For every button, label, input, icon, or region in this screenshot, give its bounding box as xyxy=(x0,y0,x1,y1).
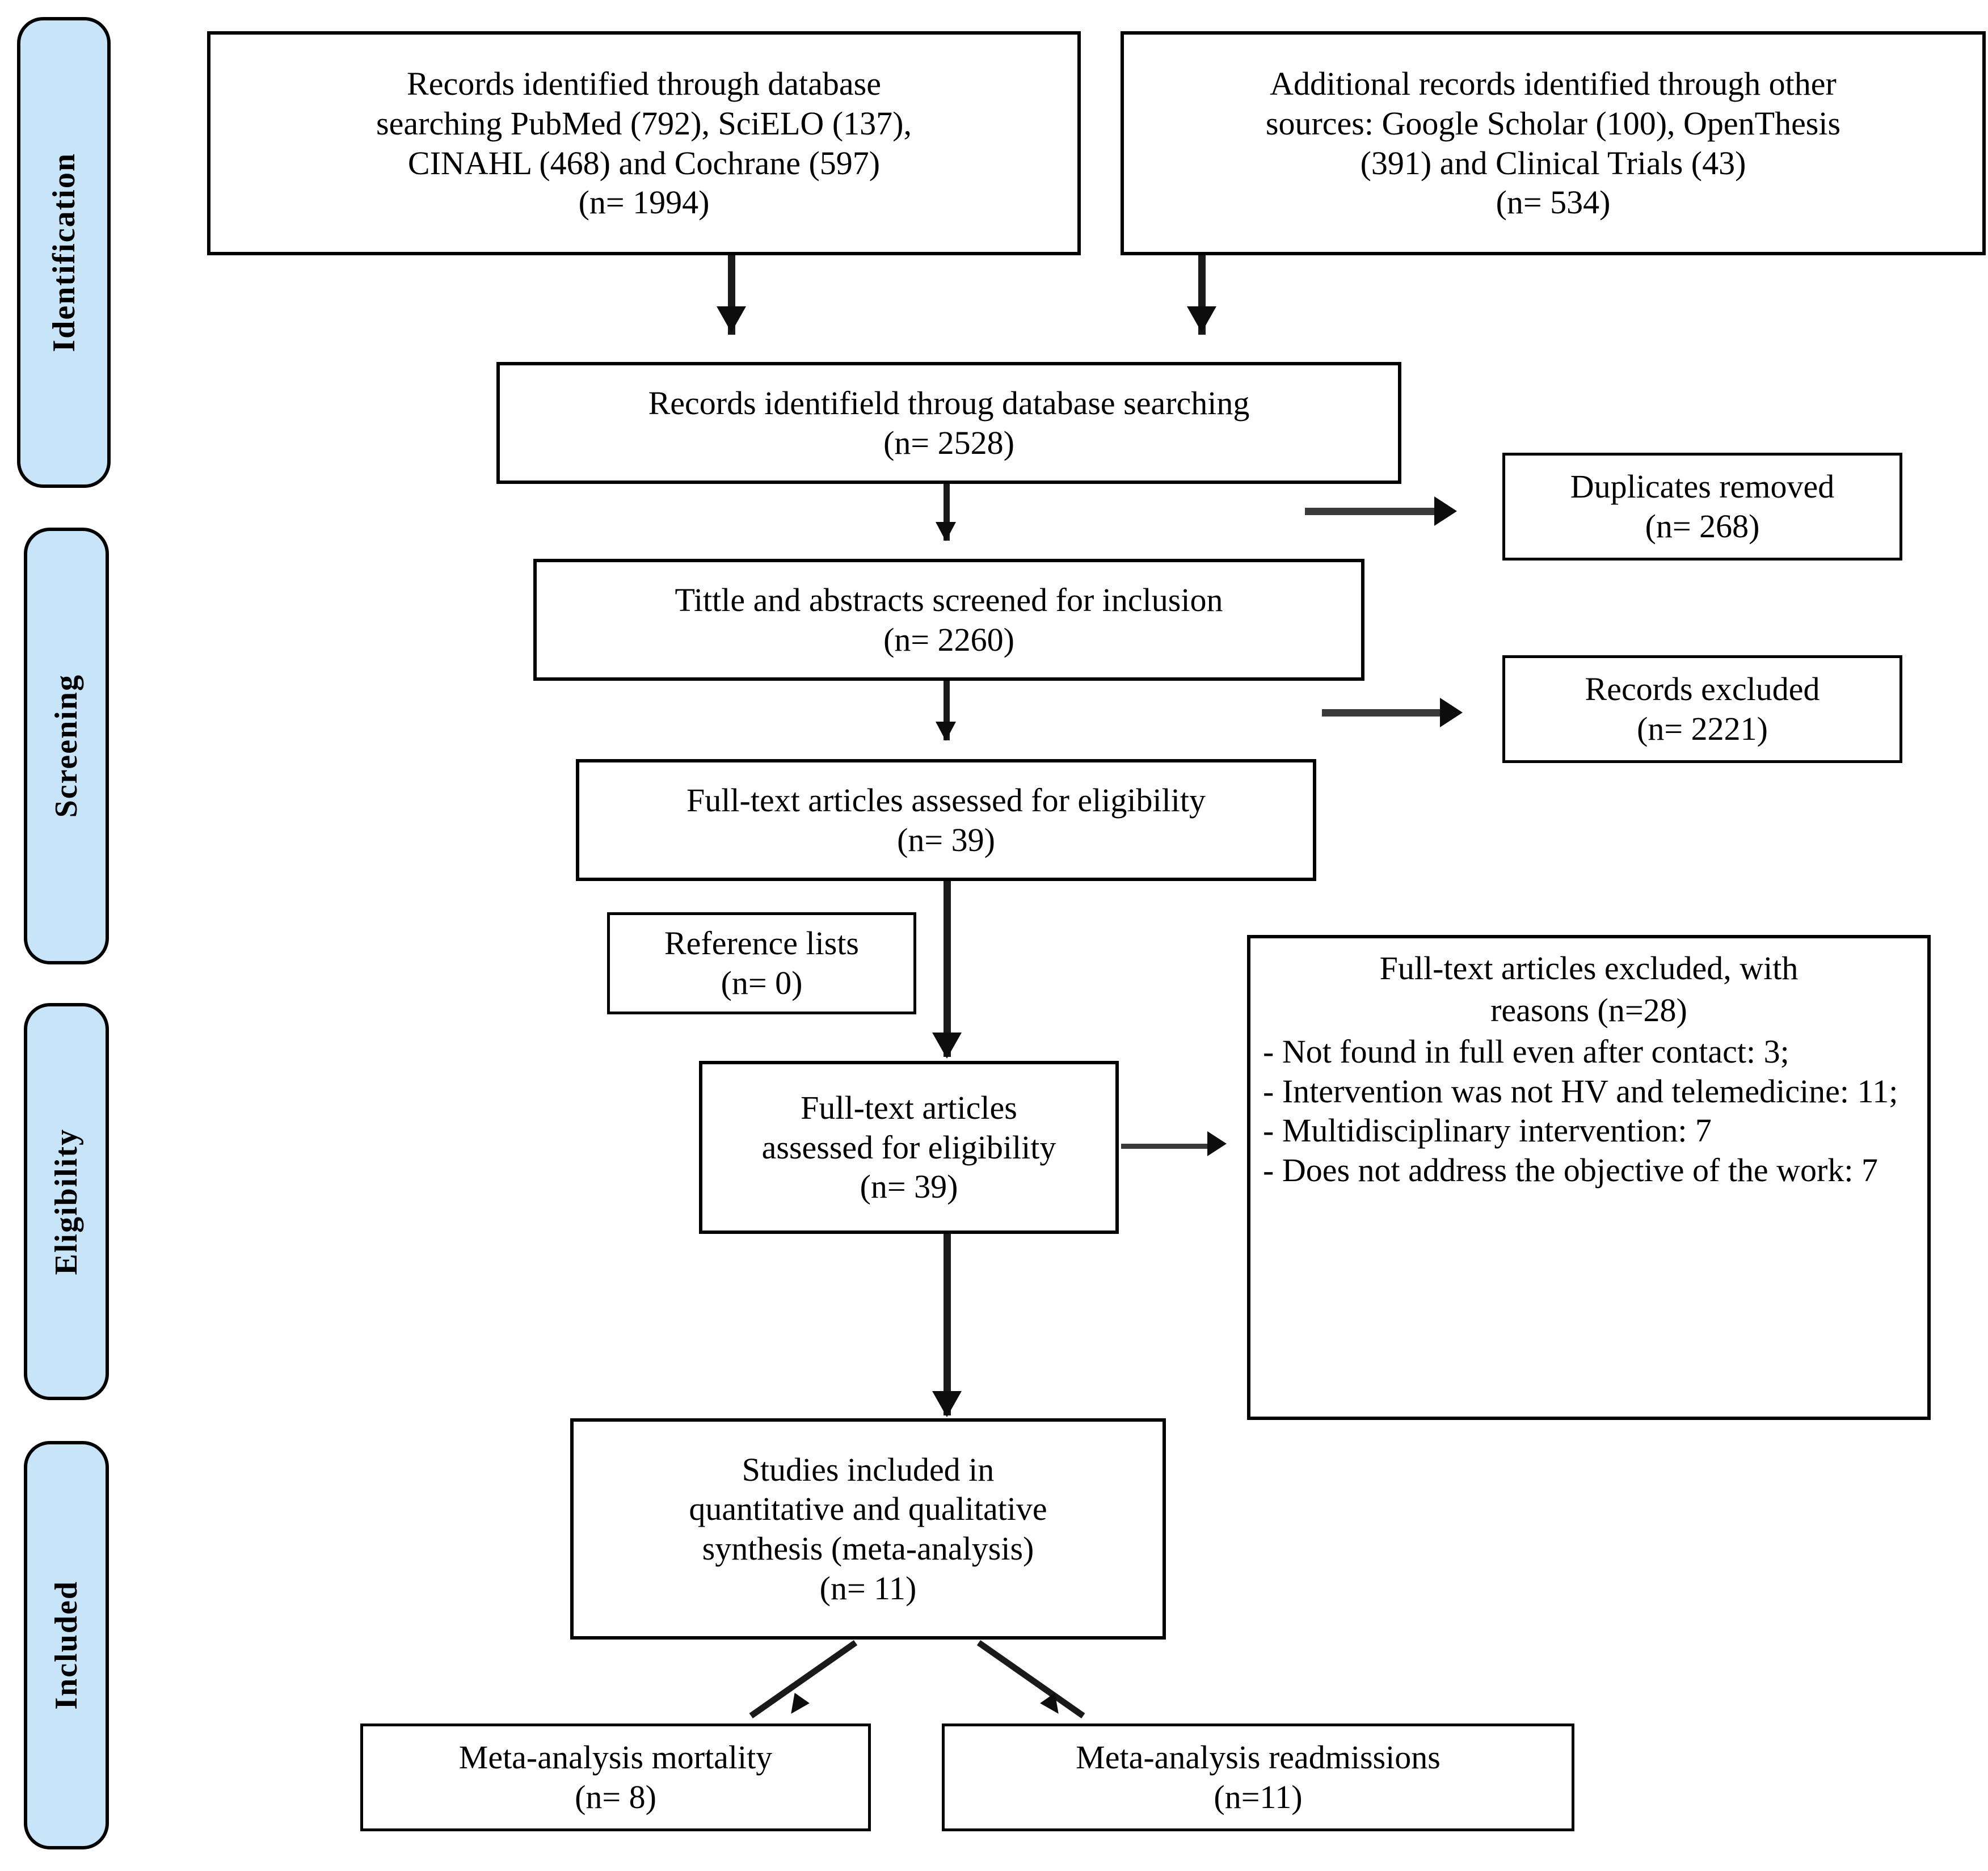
records-excluded-line-2: (n= 2221) xyxy=(1637,710,1768,747)
box-fulltext-assessed-screening: Full-text articles assessed for eligibil… xyxy=(576,759,1316,881)
arrowhead-combined-to-titles xyxy=(936,522,956,541)
box-reference-lists: Reference lists (n= 0) xyxy=(607,912,916,1014)
arrowhead-titles-to-fulltext xyxy=(936,722,956,741)
stage-label-eligibility: Eligibility xyxy=(49,1128,84,1275)
reference-lists-line-2: (n= 0) xyxy=(721,964,803,1001)
combined-records-line-2: (n= 2528) xyxy=(883,424,1014,461)
studies-included-line-4: (n= 11) xyxy=(819,1569,917,1607)
studies-included-line-1: Studies included in xyxy=(742,1451,995,1488)
other-sources-line-3: (391) and Clinical Trials (43) xyxy=(1360,144,1746,182)
studies-included-line-3: synthesis (meta-analysis) xyxy=(702,1530,1034,1567)
arrowhead-eligibility-to-reasons xyxy=(1207,1131,1227,1156)
records-excluded-line-1: Records excluded xyxy=(1585,671,1820,708)
other-sources-line-1: Additional records identified through ot… xyxy=(1270,65,1837,103)
box-fulltext-assessed-eligibility: Full-text articles assessed for eligibil… xyxy=(699,1061,1119,1234)
fulltext-assessed-screening-line-1: Full-text articles assessed for eligibil… xyxy=(686,781,1206,819)
stage-label-screening: Screening xyxy=(49,674,84,818)
combined-records-line-1: Records identifield throug database sear… xyxy=(648,384,1250,422)
fulltext-assessed-eligibility-line-2: assessed for eligibility xyxy=(761,1128,1056,1166)
other-sources-line-2: sources: Google Scholar (100), OpenThesi… xyxy=(1265,104,1841,142)
database-search-line-2: searching PubMed (792), SciELO (137), xyxy=(376,104,912,142)
stage-bar-identification: Identification xyxy=(17,17,111,488)
meta-mortality-line-2: (n= 8) xyxy=(575,1779,656,1815)
other-sources-line-4: (n= 534) xyxy=(1496,184,1611,221)
box-fulltext-excluded-reasons: Full-text articles excluded, with reason… xyxy=(1247,935,1931,1420)
stage-bar-screening: Screening xyxy=(24,528,109,964)
titles-screened-line-1: Tittle and abstracts screened for inclus… xyxy=(675,581,1223,618)
box-studies-included: Studies included in quantitative and qua… xyxy=(570,1418,1166,1640)
duplicates-removed-line-2: (n= 268) xyxy=(1645,508,1760,545)
arrowhead-database-to-combined xyxy=(717,306,746,332)
database-search-line-1: Records identified through database xyxy=(407,65,881,103)
excluded-reason-2: - Intervention was not HV and telemedici… xyxy=(1263,1072,1898,1110)
box-meta-readmissions: Meta-analysis readmissions (n=11) xyxy=(942,1723,1574,1831)
connector-fulltext-to-eligibility xyxy=(944,881,951,1057)
box-duplicates-removed: Duplicates removed (n= 268) xyxy=(1502,453,1902,561)
reference-lists-line-1: Reference lists xyxy=(664,925,859,962)
arrowhead-other-to-combined xyxy=(1187,306,1216,332)
excluded-reason-1: - Not found in full even after contact: … xyxy=(1263,1033,1789,1071)
arrowhead-titles-to-excluded xyxy=(1440,698,1463,727)
excluded-reason-3: - Multidisciplinary intervention: 7 xyxy=(1263,1112,1712,1149)
arrowhead-included-to-mortality xyxy=(784,1692,810,1720)
arrowhead-eligibility-to-included xyxy=(932,1391,962,1417)
stage-label-included: Included xyxy=(49,1581,84,1710)
fulltext-assessed-screening-line-2: (n= 39) xyxy=(897,821,995,858)
fulltext-assessed-eligibility-line-1: Full-text articles xyxy=(801,1089,1017,1127)
excluded-reason-4: - Does not address the objective of the … xyxy=(1263,1151,1878,1189)
box-combined-records: Records identifield throug database sear… xyxy=(496,362,1401,484)
duplicates-removed-line-1: Duplicates removed xyxy=(1570,468,1835,505)
box-database-search: Records identified through database sear… xyxy=(207,31,1081,255)
connector-combined-to-titles xyxy=(944,484,950,541)
meta-readmissions-line-2: (n=11) xyxy=(1214,1779,1303,1815)
arrowhead-combined-to-duplicates xyxy=(1434,496,1457,526)
fulltext-assessed-eligibility-line-3: (n= 39) xyxy=(860,1168,958,1206)
box-records-excluded: Records excluded (n= 2221) xyxy=(1502,655,1902,763)
box-meta-mortality: Meta-analysis mortality (n= 8) xyxy=(360,1723,871,1831)
database-search-line-3: CINAHL (468) and Cochrane (597) xyxy=(407,144,881,182)
titles-screened-line-2: (n= 2260) xyxy=(883,621,1014,658)
excluded-reasons-title-line-2: reasons (n=28) xyxy=(1490,991,1687,1029)
stage-label-identification: Identification xyxy=(46,153,82,352)
stage-bar-included: Included xyxy=(24,1441,109,1849)
meta-mortality-line-1: Meta-analysis mortality xyxy=(458,1739,773,1776)
connector-eligibility-to-included xyxy=(944,1234,951,1415)
connector-titles-to-fulltext xyxy=(944,681,950,740)
box-titles-screened: Tittle and abstracts screened for inclus… xyxy=(533,559,1364,681)
meta-readmissions-line-1: Meta-analysis readmissions xyxy=(1076,1739,1441,1776)
arrowhead-fulltext-to-eligibility xyxy=(932,1033,962,1059)
database-search-line-4: (n= 1994) xyxy=(578,184,710,221)
stage-bar-eligibility: Eligibility xyxy=(24,1003,109,1400)
excluded-reasons-title-line-1: Full-text articles excluded, with xyxy=(1379,950,1799,987)
connector-eligibility-to-reasons xyxy=(1121,1144,1215,1149)
connector-combined-to-duplicates xyxy=(1305,508,1438,515)
connector-titles-to-excluded xyxy=(1322,709,1444,717)
connector-included-to-readmissions xyxy=(976,1640,1085,1719)
studies-included-line-2: quantitative and qualitative xyxy=(689,1490,1047,1528)
box-other-sources: Additional records identified through ot… xyxy=(1121,31,1986,255)
